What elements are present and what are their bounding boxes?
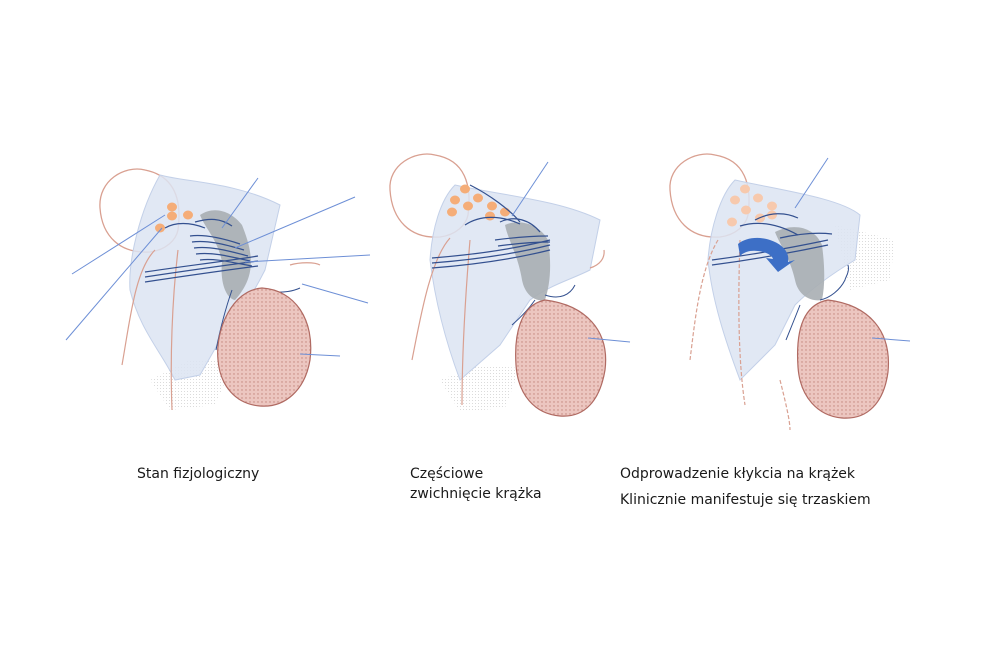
fiber (431, 249, 551, 269)
pointer-line (244, 254, 371, 263)
reduction-arrow-icon (738, 237, 795, 272)
pointer-line (234, 196, 356, 249)
fat-dot (730, 195, 740, 205)
fat-dot (740, 184, 750, 194)
articular-cartilage (775, 227, 825, 301)
caption-line: zwichnięcie krążka (410, 486, 542, 502)
caption-physiological: Stan fizjologiczny (137, 464, 259, 484)
bone-outline (411, 237, 605, 406)
panel-physiological (65, 168, 371, 411)
posterior-tissue (511, 284, 576, 326)
fat-dots (155, 202, 193, 233)
caption-line: Klinicznie manifestuje się trzaskiem (620, 492, 871, 508)
fat-dots (727, 184, 777, 227)
fat-dot (767, 210, 777, 220)
fat-dot (741, 205, 751, 215)
pointer-lines (65, 177, 371, 357)
fat-dot (450, 195, 460, 205)
pointer-lines (794, 157, 911, 342)
fiber (144, 255, 259, 273)
fat-dot (727, 217, 737, 227)
panel-partial-displacement (389, 153, 631, 417)
fiber (431, 239, 551, 259)
pointer-line (794, 157, 829, 209)
fiber (199, 258, 253, 267)
fat-dot (463, 201, 473, 211)
dotted-background (440, 365, 520, 412)
fiber (144, 265, 259, 283)
fat-dot (487, 201, 497, 211)
fat-dot (167, 202, 177, 212)
fat-dot (460, 184, 470, 194)
panel-condyle-reduction (669, 153, 911, 431)
fat-dot (500, 207, 510, 217)
fiber (193, 246, 249, 257)
posterior-tissue (785, 264, 849, 341)
fiber (711, 244, 829, 266)
pointer-line (871, 337, 911, 342)
fat-dot (473, 193, 483, 203)
caption-line: Odprowadzenie kłykcia na krążek (620, 466, 856, 482)
caption-line: Częściowe (410, 466, 484, 482)
pointer-line (301, 283, 369, 304)
pointer-line (221, 177, 259, 229)
pointer-line (511, 161, 549, 217)
fiber (191, 240, 245, 251)
fat-dot (485, 211, 495, 221)
condyle-head (796, 299, 890, 419)
ligament-fibers (144, 234, 259, 283)
upper-ligament (739, 213, 799, 236)
fiber (497, 241, 551, 247)
fat-dot (753, 193, 763, 203)
caption-partial-displacement: Częściowe zwichnięcie krążka (410, 464, 542, 504)
fiber (189, 234, 241, 245)
caption-line: Stan fizjologiczny (137, 466, 260, 482)
joint-disc (707, 179, 861, 381)
fat-dot (447, 207, 457, 217)
pointer-lines (511, 161, 631, 343)
fiber (779, 232, 833, 239)
fat-dot (155, 223, 165, 233)
fat-dot (167, 211, 177, 221)
upper-ligament (164, 218, 233, 229)
condyle-head (515, 299, 607, 417)
condyle-head (217, 287, 312, 407)
pointer-line (299, 353, 341, 357)
fiber (431, 244, 551, 264)
fat-dots (447, 184, 510, 221)
ligament-fibers (431, 235, 551, 269)
fiber (144, 260, 259, 278)
fiber (494, 235, 549, 241)
pointer-line (587, 337, 631, 343)
caption-condyle-reduction: Odprowadzenie kłykcia na krążek Kliniczn… (620, 464, 871, 510)
fat-dot (767, 201, 777, 211)
pointer-line (65, 227, 163, 341)
pointer-line (71, 214, 166, 275)
fiber (195, 252, 251, 262)
fat-dot (183, 210, 193, 220)
upper-ligament (464, 184, 541, 233)
